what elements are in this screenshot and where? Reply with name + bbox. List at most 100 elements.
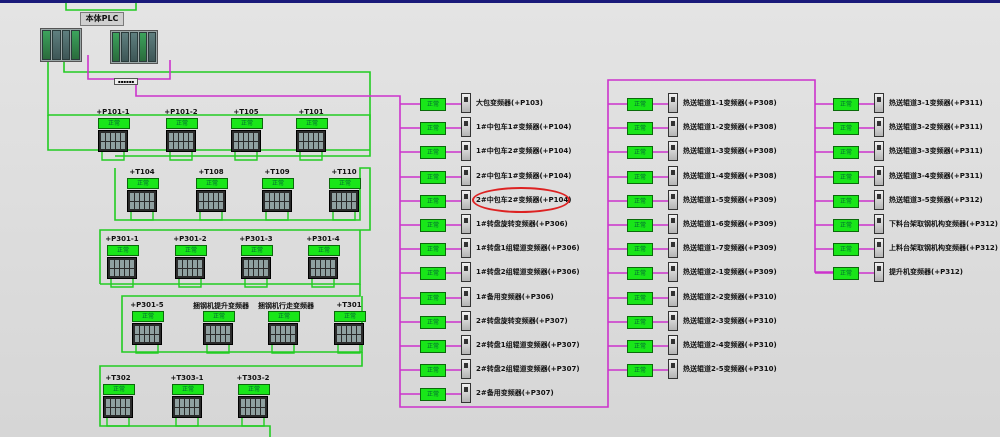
io-module-icon [329, 190, 359, 212]
inverter-icon[interactable] [668, 166, 678, 186]
inverter-icon[interactable] [668, 93, 678, 113]
drive-name: 热送辊道1-3变频器(+P308) [683, 147, 777, 155]
plc-rack-2[interactable] [110, 30, 158, 64]
title-bar [0, 0, 1000, 3]
io-wire [311, 279, 335, 288]
status-badge: 正常 [627, 122, 653, 135]
inverter-icon[interactable] [668, 262, 678, 282]
inverter-icon[interactable] [874, 238, 884, 258]
io-module-icon [268, 323, 298, 345]
inverter-icon[interactable] [874, 93, 884, 113]
io-station-label: +P301-3 [239, 235, 273, 243]
io-station-travel[interactable]: 捆钢机行走变频器正常 [258, 302, 314, 349]
io-station-label: +T105 [233, 108, 259, 116]
status-badge: 正常 [196, 178, 228, 189]
io-station-t108[interactable]: +T108 正常 [196, 168, 228, 216]
io-module-icon [132, 323, 162, 345]
inverter-icon[interactable] [668, 141, 678, 161]
inverter-icon[interactable] [668, 287, 678, 307]
status-badge: 正常 [420, 364, 446, 377]
io-wire [244, 279, 268, 288]
profibus-connector: ▪▪▪▪▪▪ [114, 78, 138, 85]
drive-name: 热送辊道1-2变频器(+P308) [683, 123, 777, 131]
inverter-icon[interactable] [668, 311, 678, 331]
io-station-label: +P101-1 [96, 108, 130, 116]
status-badge: 正常 [241, 245, 273, 256]
status-badge: 正常 [833, 98, 859, 111]
inverter-icon[interactable] [461, 311, 471, 331]
inverter-icon[interactable] [874, 117, 884, 137]
inverter-icon[interactable] [461, 359, 471, 379]
drive-name: 热送辊道2-3变频器(+P310) [683, 317, 777, 325]
drive-name: 2#备用变频器(+P307) [476, 389, 554, 397]
drive-name: 热送辊道3-1变频器(+P311) [889, 99, 983, 107]
io-module-icon [175, 257, 205, 279]
inverter-icon[interactable] [874, 141, 884, 161]
io-module-icon [262, 190, 292, 212]
inverter-icon[interactable] [874, 166, 884, 186]
inverter-icon[interactable] [668, 190, 678, 210]
inverter-icon[interactable] [874, 214, 884, 234]
io-station-hoist[interactable]: 捆钢机提升变频器正常 [193, 302, 249, 349]
drive-name: 1#备用变频器(+P306) [476, 293, 554, 301]
inverter-icon[interactable] [668, 117, 678, 137]
drive-name: 热送辊道1-6变频器(+P309) [683, 220, 777, 228]
inverter-icon[interactable] [461, 190, 471, 210]
status-badge: 正常 [420, 292, 446, 305]
inverter-icon[interactable] [461, 117, 471, 137]
drive-name: 下料台架取钢机构变频器(+P312) [889, 220, 999, 228]
wire-row5 [99, 352, 363, 437]
wire-top [65, 0, 137, 11]
io-wire [337, 345, 361, 354]
inverter-icon[interactable] [668, 214, 678, 234]
status-badge: 正常 [132, 311, 164, 322]
io-wire [234, 152, 258, 161]
inverter-icon[interactable] [461, 93, 471, 113]
drive-name: 1#转盘1组辊道变频器(+P306) [476, 244, 580, 252]
io-station-label: +T108 [198, 168, 224, 176]
inverter-icon[interactable] [461, 214, 471, 234]
inverter-icon[interactable] [461, 141, 471, 161]
inverter-icon[interactable] [874, 262, 884, 282]
inverter-icon[interactable] [461, 335, 471, 355]
drive-name: 热送辊道3-2变频器(+P311) [889, 123, 983, 131]
io-station-p301-3[interactable]: +P301-3 正常 [239, 235, 273, 283]
io-wire [110, 279, 134, 288]
plc-rack-1[interactable] [40, 28, 82, 62]
io-station-label: +T301 [336, 301, 362, 309]
inverter-icon[interactable] [668, 359, 678, 379]
inverter-icon[interactable] [461, 166, 471, 186]
status-badge: 正常 [833, 219, 859, 232]
status-badge: 正常 [329, 178, 361, 189]
status-badge: 正常 [308, 245, 340, 256]
inverter-icon[interactable] [874, 190, 884, 210]
inverter-icon[interactable] [461, 262, 471, 282]
io-station-label: +T303-1 [170, 374, 204, 382]
status-badge: 正常 [203, 311, 235, 322]
drive-name: 热送辊道1-5变频器(+P309) [683, 196, 777, 204]
drive-name: 1#中包车2#变频器(+P104) [476, 147, 572, 155]
io-module-icon [196, 190, 226, 212]
inverter-icon[interactable] [668, 238, 678, 258]
inverter-icon[interactable] [461, 287, 471, 307]
inverter-icon[interactable] [461, 383, 471, 403]
inverter-icon[interactable] [461, 238, 471, 258]
inverter-icon[interactable] [668, 335, 678, 355]
status-badge: 正常 [420, 243, 446, 256]
